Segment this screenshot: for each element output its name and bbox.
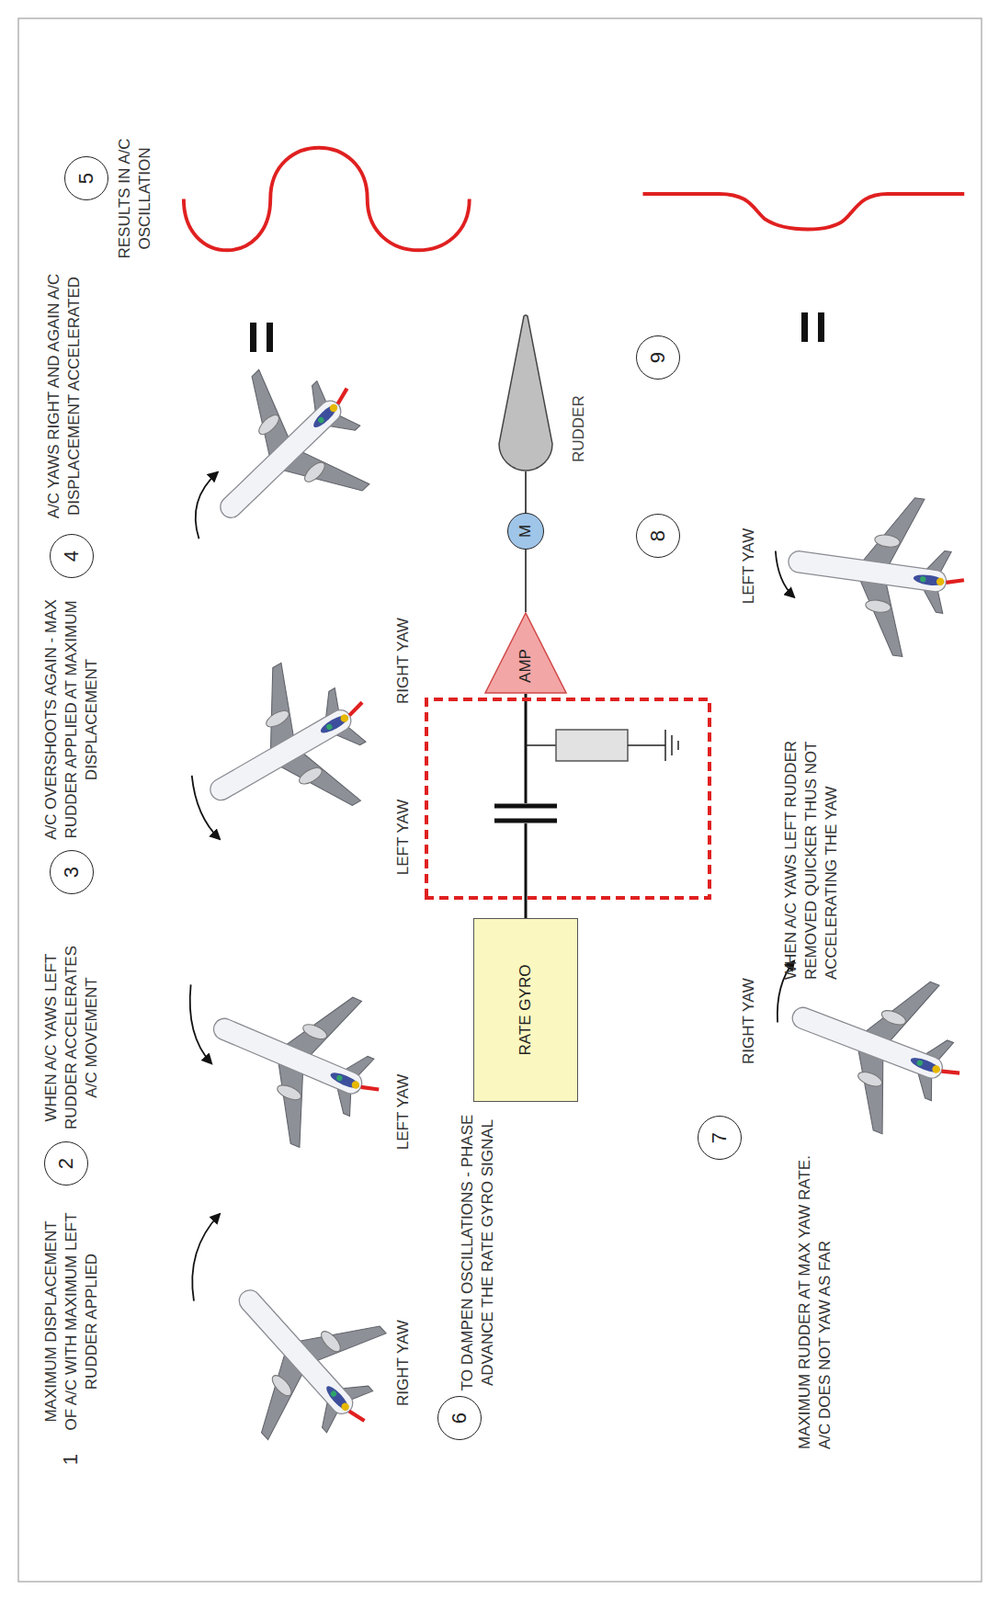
oscillation-wave <box>183 147 470 251</box>
callout-circle: 3 <box>49 850 94 895</box>
node-text: 5 <box>74 172 99 184</box>
aircraft <box>168 334 406 572</box>
callout-circle: 7 <box>697 1115 742 1160</box>
ground-symbol <box>665 729 679 761</box>
capacitor-symbol <box>494 804 557 809</box>
rudder-outline <box>496 313 557 472</box>
yaw-label: LEFT YAW <box>393 777 414 897</box>
signal-wire <box>524 549 527 613</box>
step-caption: WHEN A/C YAWS LEFT RUDDER ACCELERATES A/… <box>41 932 103 1143</box>
wire <box>525 744 557 747</box>
callout-number: 1 <box>58 1445 83 1474</box>
node-text: 7 <box>707 1132 732 1144</box>
node-text: 9 <box>646 351 670 364</box>
node-text: 3 <box>59 866 84 878</box>
yaw-label: RIGHT YAW <box>393 601 414 721</box>
callout-circle: 5 <box>64 156 109 201</box>
callout-circle: 4 <box>49 533 94 579</box>
equals-sign: = <box>229 309 293 365</box>
step-caption: WHEN A/C YAWS LEFT RUDDER REMOVED QUICKE… <box>781 676 842 980</box>
aircraft <box>183 952 409 1168</box>
node-text: AMP <box>516 648 535 683</box>
aircraft <box>183 1239 421 1477</box>
wire <box>627 744 666 747</box>
step-caption: A/C OVERSHOOTS AGAIN - MAX RUDDER APPLIE… <box>41 594 103 845</box>
node-text: 6 <box>447 1412 472 1424</box>
node-text: 2 <box>54 1157 79 1170</box>
motor-circle: M <box>507 512 545 550</box>
rate-gyro-box: RATE GYRO <box>473 918 579 1102</box>
node-text: 4 <box>59 550 84 562</box>
step-caption: A/C YAWS RIGHT AND AGAIN A/C DISPLACEMEN… <box>44 258 85 534</box>
node-text: RATE GYRO <box>516 964 535 1056</box>
node-text: M <box>516 524 535 538</box>
aircraft <box>171 637 405 864</box>
node-text: 8 <box>646 530 670 542</box>
capacitor-symbol <box>494 818 557 824</box>
callout-circle: 9 <box>635 335 681 380</box>
phase-advance-box <box>426 699 710 898</box>
step-caption: MAXIMUM DISPLACEMENT OF A/C WITH MAXIMUM… <box>41 1209 103 1435</box>
callout-circle: 6 <box>437 1396 482 1441</box>
node-text: RUDDER <box>569 395 589 463</box>
amplifier-triangle: AMP <box>484 612 568 694</box>
step-caption: RESULTS IN A/C OSCILLATION <box>114 115 156 282</box>
yaw-label: LEFT YAW <box>393 1052 414 1172</box>
step-caption: MAXIMUM RUDDER AT MAX YAW RATE. A/C DOES… <box>794 1146 836 1450</box>
yaw-label: LEFT YAW <box>738 506 760 626</box>
page-frame <box>18 18 982 1582</box>
callout-circle: 8 <box>635 513 681 558</box>
step-caption: TO DAMPEN OSCILLATIONS - PHASE ADVANCE T… <box>457 1105 499 1400</box>
signal-wire <box>524 471 527 513</box>
equals-sign: = <box>781 299 844 355</box>
resistor-symbol <box>556 729 628 761</box>
aircraft <box>777 481 975 664</box>
rudder-shape: RUDDER <box>496 313 596 472</box>
callout-circle: 2 <box>44 1141 89 1186</box>
damped-wave <box>642 193 965 230</box>
yaw-label: RIGHT YAW <box>738 961 760 1081</box>
yaw-label: RIGHT YAW <box>393 1303 414 1423</box>
